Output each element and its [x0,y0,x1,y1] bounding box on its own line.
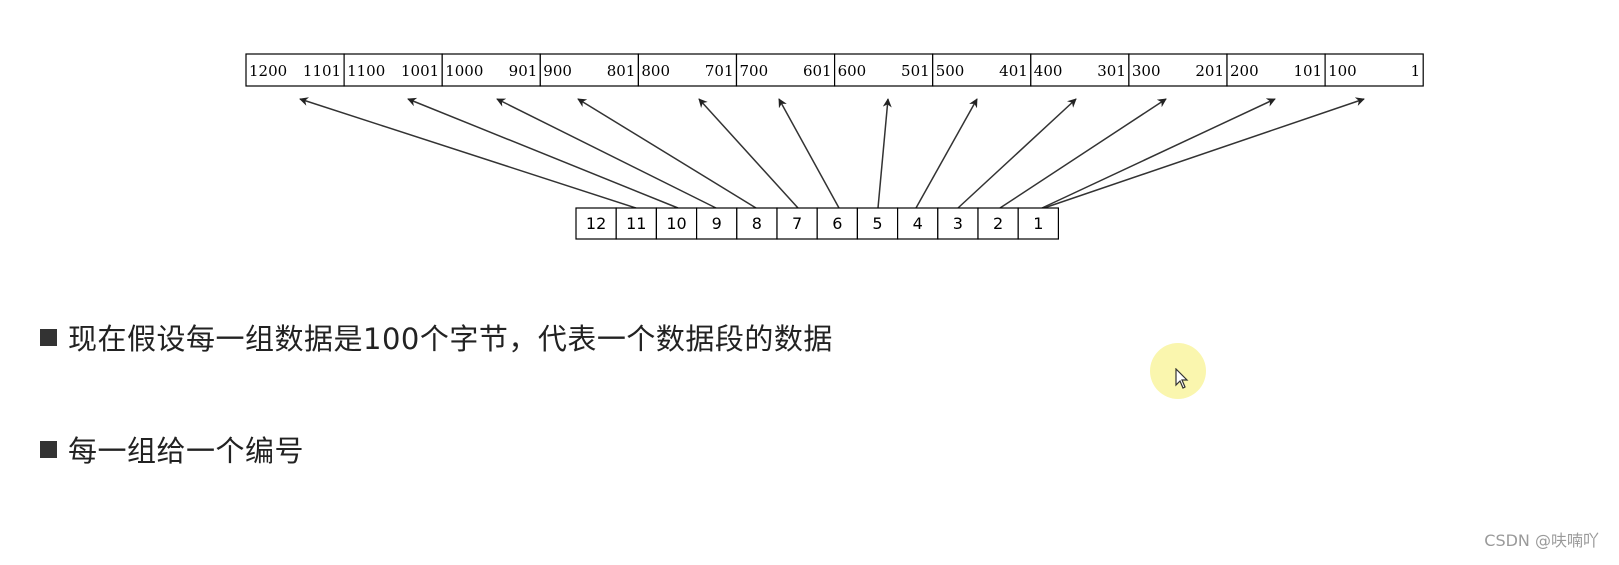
mapping-arrow [698,98,799,209]
range-high-label: 500 [936,62,965,80]
range-low-label: 101 [1293,62,1322,80]
segment-number-label: 3 [953,214,963,233]
range-low-label: 501 [901,62,930,80]
range-high-label: 700 [740,62,769,80]
mapping-arrow [915,98,978,209]
range-high-label: 100 [1328,62,1357,80]
bullet-text: 现在假设每一组数据是100个字节，代表一个数据段的数据 [68,322,833,356]
range-low-label: 601 [803,62,832,80]
segment-number-label: 9 [712,214,722,233]
range-high-label: 1200 [249,62,287,80]
range-cell [637,53,738,87]
range-low-label: 401 [999,62,1028,80]
range-cell [1128,53,1228,87]
segment-number-label: 5 [872,214,882,233]
watermark: CSDN @呋喃吖 [1484,531,1599,550]
segment-number-label: 1 [1033,214,1043,233]
range-low-label: 901 [509,62,538,80]
mouse-pointer-icon [1175,368,1189,389]
mapping-arrow [957,98,1077,209]
segment-number-label: 11 [626,214,646,233]
segment-cell [856,207,899,240]
arrow-group [299,97,1365,209]
mapping-arrow [407,97,679,209]
square-bullet-icon [40,328,57,346]
bullet-text: 每一组给一个编号 [68,434,305,468]
segment-number-label: 4 [913,214,923,233]
range-high-label: 200 [1230,62,1259,80]
range-cell [932,53,1032,87]
range-low-label: 1101 [303,62,341,80]
segment-number-label: 10 [666,214,686,233]
mapping-arrow [1041,98,1276,209]
mapping-arrow [299,97,637,209]
mapping-arrow [877,98,892,209]
segment-number-label: 7 [792,214,802,233]
mapping-arrow [577,98,757,209]
mapping-arrow [496,98,717,209]
range-cell [1324,53,1424,87]
square-bullet-icon [40,440,57,458]
bullet-item-2: 每一组给一个编号 [40,428,304,470]
range-cell [833,53,934,87]
range-high-label: 1000 [445,62,483,80]
range-high-label: 600 [838,62,867,80]
segment-cell [937,207,979,240]
bullet-item-1: 现在假设每一组数据是100个字节，代表一个数据段的数据 [40,316,833,358]
segment-number-label: 12 [586,214,606,233]
range-low-label: 201 [1195,62,1224,80]
segment-number-strip: 12 11 10 9 8 7 6 5 4 3 2 1 [575,207,1060,240]
range-cell [441,53,541,87]
segment-cell [575,207,617,240]
range-low-label: 801 [607,62,636,80]
segment-number-label: 2 [993,214,1003,233]
segment-cell [736,207,778,240]
range-low-label: 1001 [401,62,439,80]
mapping-arrow [1043,97,1365,209]
range-cell [343,53,443,87]
segment-cell [695,207,738,240]
range-low-label: 1 [1411,62,1421,80]
segment-cell [896,207,939,240]
range-cell [1030,53,1130,87]
segment-number-label: 6 [832,214,842,233]
range-cell [245,53,345,87]
range-high-label: 800 [641,62,670,80]
range-high-label: 300 [1132,62,1161,80]
segment-number-label: 8 [752,214,762,233]
segment-cell [977,207,1019,240]
range-high-label: 400 [1034,62,1063,80]
segment-cell [615,207,658,240]
range-low-label: 701 [705,62,734,80]
range-cell [735,53,836,87]
range-high-label: 900 [543,62,572,80]
mapping-arrow [778,98,840,209]
range-high-label: 1100 [347,62,385,80]
segment-cell [816,207,859,240]
range-low-label: 301 [1097,62,1126,80]
mapping-arrow [999,98,1167,209]
segment-cell [1017,207,1060,240]
